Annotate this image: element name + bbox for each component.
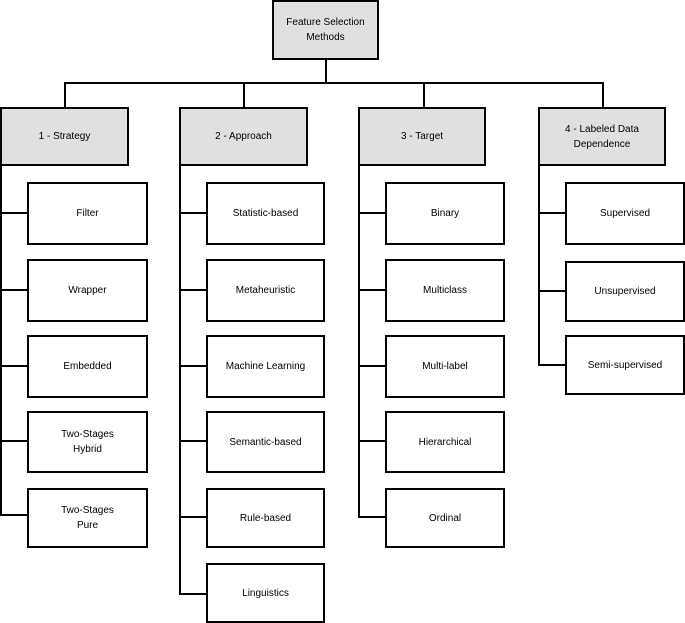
category-node-strategy: 1 - Strategy [0,107,129,166]
item-branch-line [0,289,28,291]
item-node: Unsupervised [565,261,685,322]
category-spine-line [538,166,540,365]
item-node: Embedded [27,335,148,398]
item-node: Supervised [565,182,685,245]
item-branch-line [0,212,28,214]
category-drop-line [602,82,604,108]
item-branch-line [179,212,207,214]
item-branch-line [179,289,207,291]
root-node: Feature Selection Methods [272,0,379,60]
item-branch-line [0,365,28,367]
item-node: Metaheuristic [206,259,325,322]
item-node: Two-Stages Pure [27,488,148,548]
root-stem-line [325,60,327,82]
item-branch-line [0,514,28,516]
item-node: Multiclass [385,259,505,322]
item-node: Two-Stages Hybrid [27,411,148,473]
item-branch-line [0,440,28,442]
item-branch-line [179,593,207,595]
item-node: Semi-supervised [565,335,685,395]
item-node: Hierarchical [385,411,505,473]
item-branch-line [179,440,207,442]
item-node: Machine Learning [206,335,325,398]
item-branch-line [358,289,386,291]
item-branch-line [358,516,386,518]
item-branch-line [358,365,386,367]
item-node: Statistic-based [206,182,325,245]
item-node: Multi-label [385,335,505,398]
item-branch-line [538,364,566,366]
item-node: Ordinal [385,488,505,548]
item-node: Linguistics [206,563,325,623]
item-node: Wrapper [27,259,148,322]
item-node: Binary [385,182,505,245]
category-node-target: 3 - Target [358,107,486,166]
category-drop-line [243,82,245,108]
item-node: Semantic-based [206,411,325,473]
item-node: Filter [27,182,148,245]
item-branch-line [358,212,386,214]
item-branch-line [538,290,566,292]
item-branch-line [538,212,566,214]
item-branch-line [179,365,207,367]
category-spine-line [358,166,360,517]
category-drop-line [64,82,66,108]
category-node-approach: 2 - Approach [179,107,308,166]
category-spine-line [179,166,181,594]
item-branch-line [179,516,207,518]
item-branch-line [358,440,386,442]
item-node: Rule-based [206,488,325,548]
category-spine-line [0,166,2,515]
category-node-labeled-data-dependence: 4 - Labeled Data Dependence [538,107,666,166]
category-drop-line [423,82,425,108]
category-bus-line [64,82,603,84]
